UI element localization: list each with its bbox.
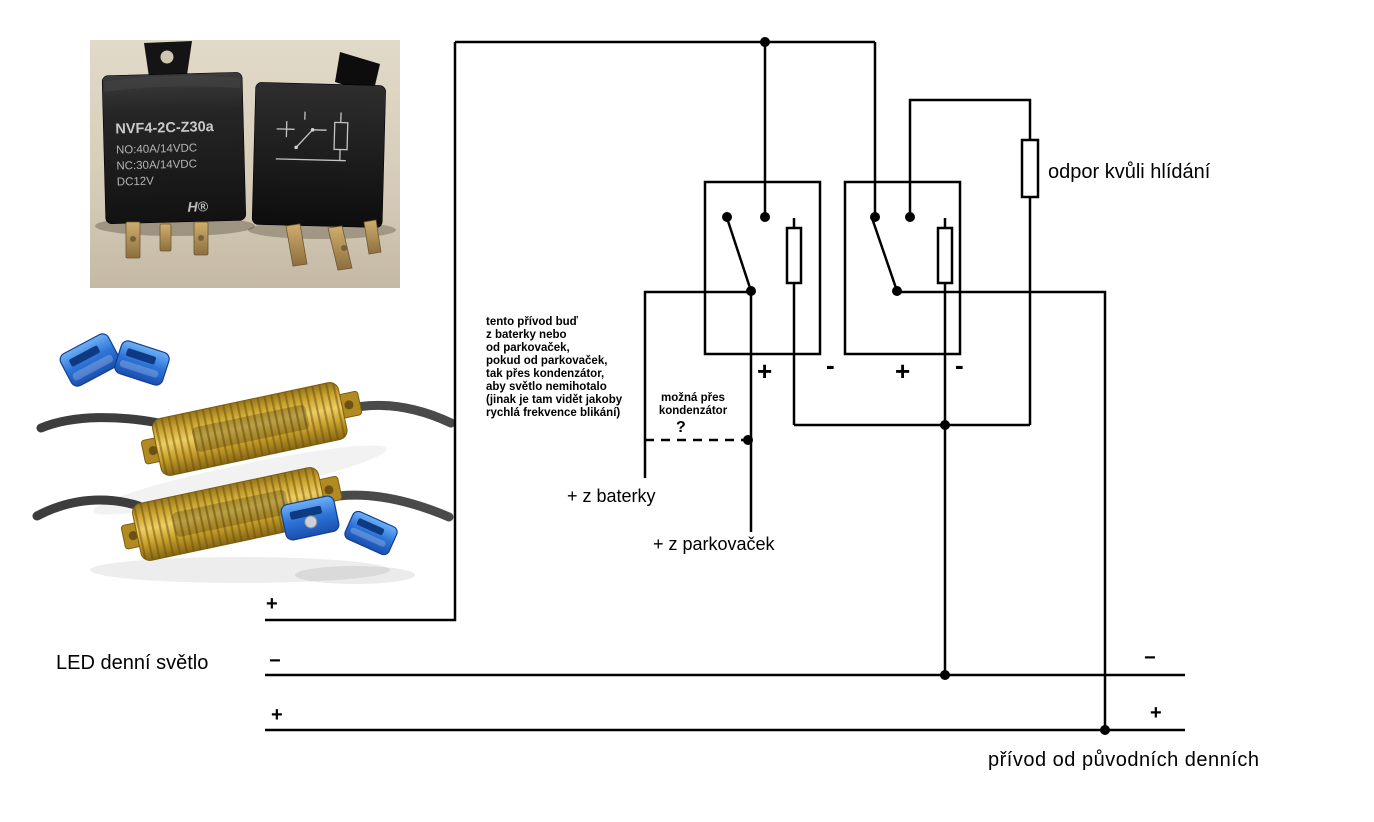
- capacitor-note: možná přes kondenzátor: [658, 392, 728, 417]
- relay2-box: [843, 180, 962, 356]
- led-plus-wire: [265, 42, 457, 622]
- led-light-label: LED denní světlo: [56, 652, 209, 674]
- load-resistor: [120, 467, 343, 561]
- original-feed-label: přívod od původních denních: [988, 749, 1260, 771]
- mounting-hole: [160, 50, 174, 64]
- relay1-common-left-wire: [643, 290, 751, 478]
- relay-photo-image: NVF4-2C-Z30a NO:40A/14VDC NC:30A/14VDC D…: [90, 40, 400, 288]
- wire-tap-connector: [59, 333, 121, 387]
- relay-nc-rating-text: NC:30A/14VDC: [116, 158, 197, 172]
- shadow: [295, 566, 415, 584]
- resistor-photo: [25, 330, 456, 600]
- relay-mounting-tab: [335, 52, 380, 94]
- junction-dot: [760, 212, 770, 222]
- feed-note: tento přívod buď z baterky nebo od parko…: [486, 316, 623, 419]
- monitor-resistor-label: odpor kvůli hlídání: [1048, 161, 1211, 183]
- relay-side: [251, 82, 386, 228]
- resistor-fins: [152, 382, 348, 476]
- parking-feed-label: + z parkovaček: [653, 534, 775, 554]
- relay1-minus-sign: -: [826, 350, 835, 380]
- original-plus-sign-left: +: [271, 704, 283, 726]
- junction-dot: [940, 420, 950, 430]
- junction-dot: [722, 212, 732, 222]
- connector-screw: [304, 515, 318, 529]
- relay1-switch-arm: [725, 217, 753, 292]
- pin-hole: [130, 236, 136, 242]
- relay-photo: NVF4-2C-Z30a NO:40A/14VDC NC:30A/14VDC D…: [90, 40, 400, 288]
- pin-hole: [341, 245, 347, 251]
- flange-hole: [148, 446, 158, 456]
- led-minus-sign: −: [269, 650, 281, 672]
- relay-voltage-text: DC12V: [117, 176, 155, 189]
- relay1-coil-symbol: [785, 226, 803, 285]
- resistor-photo-image: [32, 333, 456, 584]
- junction-dot: [870, 212, 880, 222]
- led-plus-sign: +: [266, 593, 278, 615]
- junction-dot: [905, 212, 915, 222]
- relay2-no-wire: [908, 98, 1032, 217]
- junction-dot: [892, 286, 902, 296]
- connector-slot: [69, 345, 100, 367]
- battery-feed-label: + z baterky: [567, 486, 656, 506]
- junction-dot: [940, 670, 950, 680]
- wires: [265, 40, 1185, 732]
- flange-hole: [324, 485, 334, 495]
- flange-hole: [344, 400, 354, 410]
- plus-sign-right: +: [1150, 702, 1162, 724]
- wire-tap-connector: [280, 495, 340, 541]
- relay1-box: [703, 180, 822, 356]
- relay2-minus-sign: -: [955, 350, 964, 380]
- junction-dot: [746, 286, 756, 296]
- junction-dot: [760, 37, 770, 47]
- relay-no-rating-text: NO:40A/14VDC: [116, 142, 197, 156]
- connector-highlight: [350, 527, 386, 547]
- load-resistor: [140, 382, 363, 476]
- shadow: [90, 557, 390, 583]
- pin-hole: [198, 235, 204, 241]
- relay2-common-right-wire: [897, 290, 1107, 730]
- shadow: [93, 445, 387, 515]
- resistor-label-band: [172, 489, 290, 537]
- relay-front: NVF4-2C-Z30a NO:40A/14VDC NC:30A/14VDC D…: [101, 72, 247, 224]
- relay2-coil-symbol: [936, 226, 954, 285]
- relay2-switch-arm: [870, 217, 899, 292]
- relay-model-text: NVF4-2C-Z30a: [115, 119, 215, 138]
- relay1-plus-sign: +: [757, 356, 773, 386]
- printed-schematic: [275, 111, 349, 162]
- junction-dot: [743, 435, 753, 445]
- relay-pins: [285, 219, 382, 271]
- schematic-dot: [310, 127, 315, 132]
- relay-top-sheen: [104, 75, 241, 92]
- resistor-label-band: [192, 404, 310, 452]
- wire-tap-connector: [114, 340, 170, 386]
- schematic-dot: [294, 145, 298, 150]
- relay-logo-text: H®: [187, 198, 209, 215]
- connector-slot: [126, 348, 156, 365]
- question-mark: ?: [676, 419, 686, 436]
- connector-slot: [356, 518, 385, 536]
- connector-highlight: [119, 360, 159, 378]
- resistor-fins: [132, 467, 328, 561]
- junction-dots: [722, 37, 1110, 735]
- relay2-plus-sign: +: [895, 356, 911, 386]
- connector-highlight: [72, 354, 114, 381]
- connector-slot: [289, 505, 322, 520]
- flange-hole: [128, 531, 138, 541]
- wire-tap-connector: [344, 510, 398, 556]
- monitor-resistor-symbol: [1020, 138, 1040, 199]
- junction-dot: [1100, 725, 1110, 735]
- minus-sign-right: −: [1144, 647, 1156, 669]
